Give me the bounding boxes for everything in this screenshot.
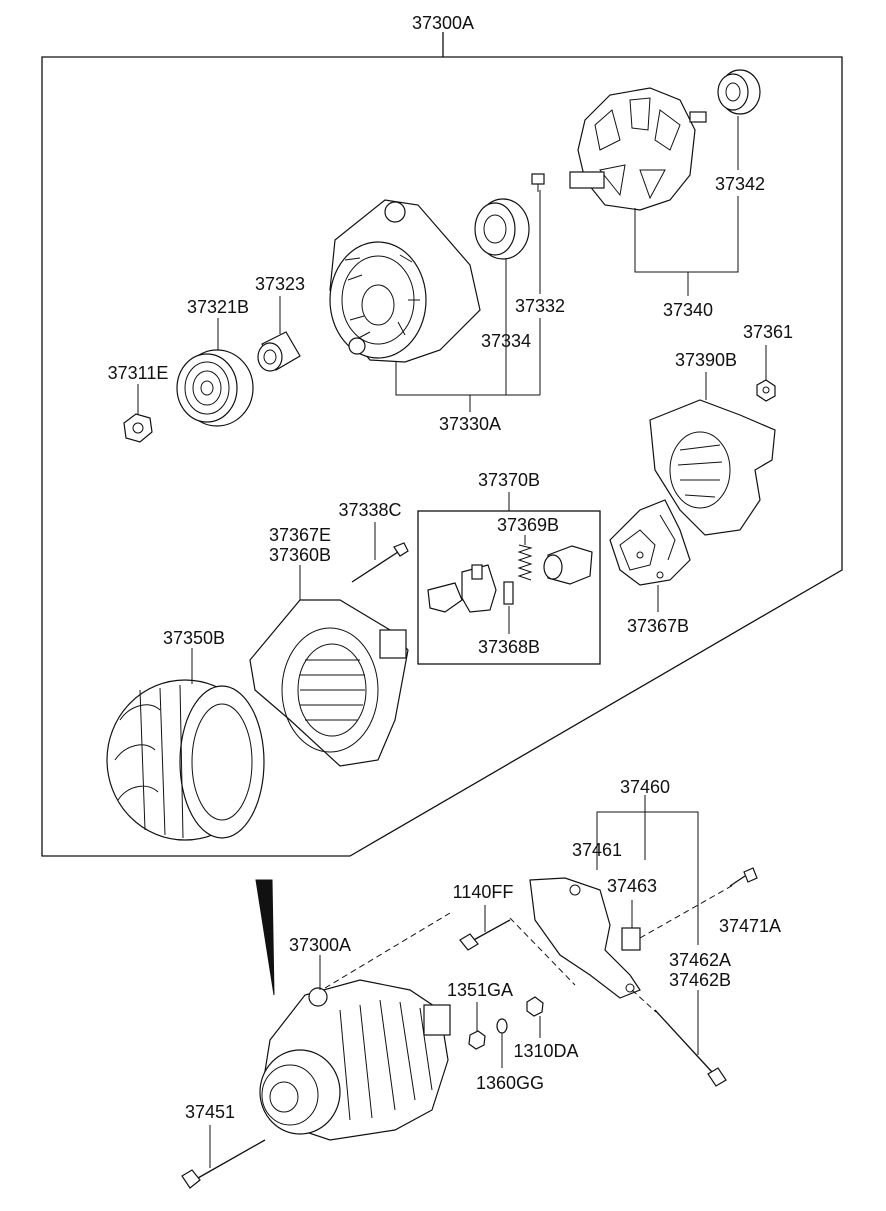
- label-rear-bearing: 37342: [715, 174, 765, 194]
- label-brush: 37368B: [478, 637, 540, 657]
- rotor: [569, 87, 707, 211]
- label-stator: 37350B: [163, 628, 225, 648]
- label-spacer: 37323: [255, 274, 305, 294]
- mount-bolt: [181, 1139, 266, 1189]
- label-front-bearing: 37334: [481, 331, 531, 351]
- bracket: [529, 877, 641, 999]
- brush: [503, 581, 514, 605]
- label-pulley: 37321B: [187, 297, 249, 317]
- label-cover-nut: 37361: [743, 322, 793, 342]
- assembly-frame: [41, 56, 843, 857]
- label-bracket: 37461: [572, 840, 622, 860]
- bracket-clip: [621, 927, 641, 951]
- label-rear-cover: 37390B: [675, 350, 737, 370]
- rectifier: [609, 499, 691, 586]
- label-adjust-bolt: 37471A: [719, 916, 781, 936]
- label-through-bolt: 37338C: [338, 500, 401, 520]
- through-bolt: [351, 542, 409, 583]
- label-bracket-assy: 37460: [620, 777, 670, 797]
- label-nut-1310: 1310DA: [513, 1041, 578, 1061]
- label-brush-holder-assy: 37370B: [478, 470, 540, 490]
- front-bearing: [474, 198, 530, 260]
- label-assembly-bottom: 37300A: [289, 935, 351, 955]
- label-bracket-bolt: 1140FF: [453, 882, 514, 902]
- long-bolt: [654, 1009, 727, 1087]
- alternator-assembly: [259, 979, 451, 1141]
- small-screw: [531, 173, 545, 192]
- assembly-arrow: [255, 879, 275, 996]
- spacer: [257, 331, 301, 372]
- bracket-bolt: [459, 919, 511, 951]
- label-nut-1351: 1351GA: [447, 980, 513, 1000]
- nut-1310: [526, 996, 544, 1017]
- label-washer-1360: 1360GG: [476, 1073, 544, 1093]
- label-bolt-front: 37332: [515, 296, 565, 316]
- brush-cap: [543, 545, 593, 585]
- label-bolt-a: 37462A: [669, 950, 731, 970]
- nut-1351: [468, 1030, 486, 1050]
- label-rear-bracket: 37367E: [269, 525, 331, 545]
- label-pulley-nut: 37311E: [108, 363, 169, 383]
- rear-bracket: [249, 599, 409, 767]
- label-front-bracket: 37330A: [439, 414, 501, 434]
- front-bracket: [329, 199, 481, 363]
- label-brush-spring: 37369B: [497, 515, 559, 535]
- label-bolt-b: 37462B: [669, 970, 731, 990]
- rear-cover: [649, 399, 776, 536]
- pulley: [176, 349, 254, 427]
- pulley-nut: [123, 413, 153, 443]
- label-rear-bracket-b: 37360B: [269, 545, 331, 565]
- stator: [106, 679, 265, 841]
- label-bracket-clip: 37463: [607, 876, 657, 896]
- washer-1360: [496, 1018, 508, 1034]
- label-mount-bolt: 37451: [185, 1102, 235, 1122]
- rear-bearing: [717, 69, 761, 115]
- label-assembly-top: 37300A: [412, 13, 474, 33]
- brush-spring: [517, 544, 533, 581]
- cover-nut: [756, 379, 776, 402]
- label-rotor: 37340: [663, 300, 713, 320]
- label-rectifier: 37367B: [627, 616, 689, 636]
- brush-holder: [427, 564, 497, 613]
- adjust-bolt: [729, 867, 758, 887]
